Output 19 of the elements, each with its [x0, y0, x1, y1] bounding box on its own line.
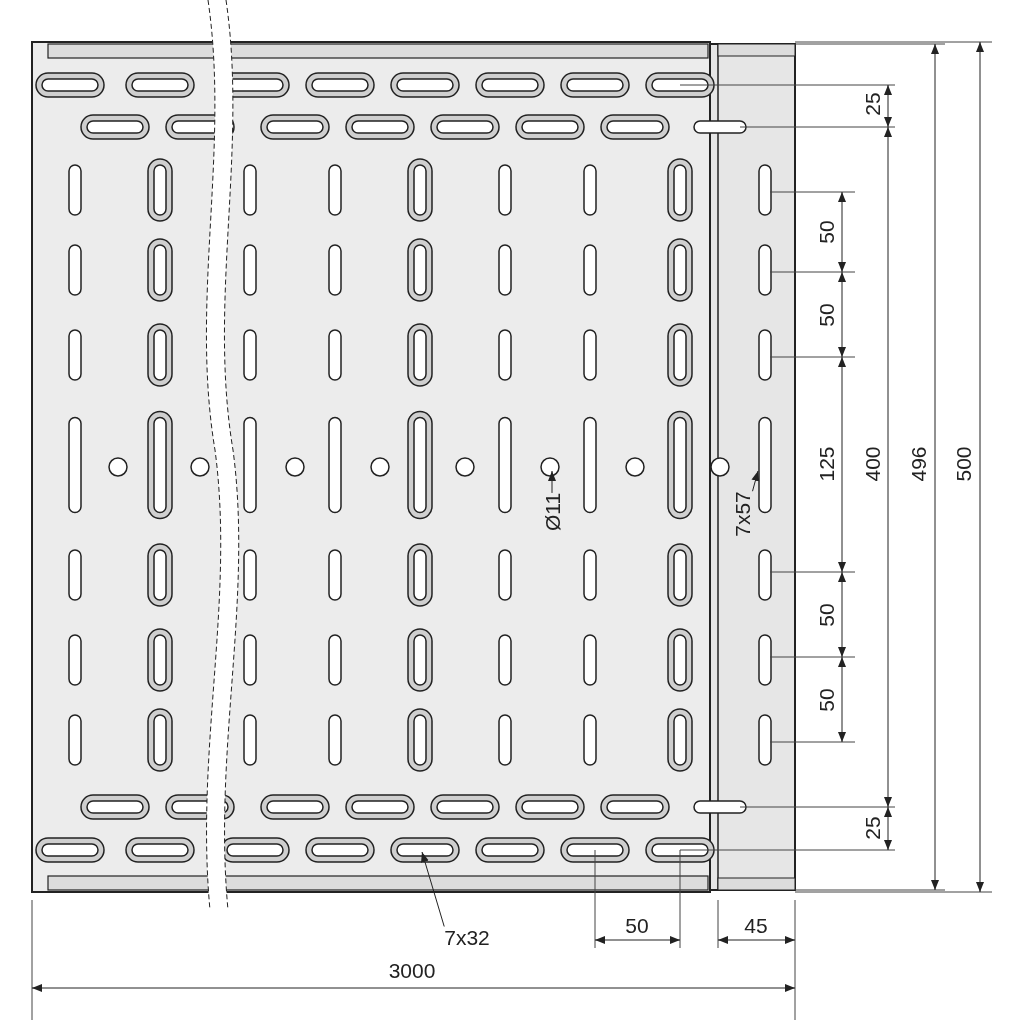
dimension-label: 125: [815, 446, 837, 482]
dimension-label: 45: [744, 914, 768, 936]
dimension-label: 500: [952, 446, 974, 482]
leader-line: [751, 470, 760, 492]
dimension-label: 496: [907, 446, 929, 482]
dimension-label: 400: [861, 446, 883, 482]
dimension-label: 50: [815, 603, 837, 627]
leader-line: [548, 470, 556, 494]
dimension-label: 25: [861, 816, 883, 840]
dimension-label: 50: [815, 303, 837, 327]
leader-line: [421, 851, 445, 927]
callout-text: 7x57: [731, 491, 753, 537]
dimension-label: 25: [861, 92, 883, 116]
dimension-label: 3000: [388, 959, 436, 981]
dimension-label: 50: [815, 688, 837, 712]
dimension-label: 50: [625, 914, 649, 936]
dimension-label: 50: [815, 220, 837, 244]
callout-text: 7x32: [444, 926, 490, 948]
callout-text: Ø11: [541, 492, 563, 532]
